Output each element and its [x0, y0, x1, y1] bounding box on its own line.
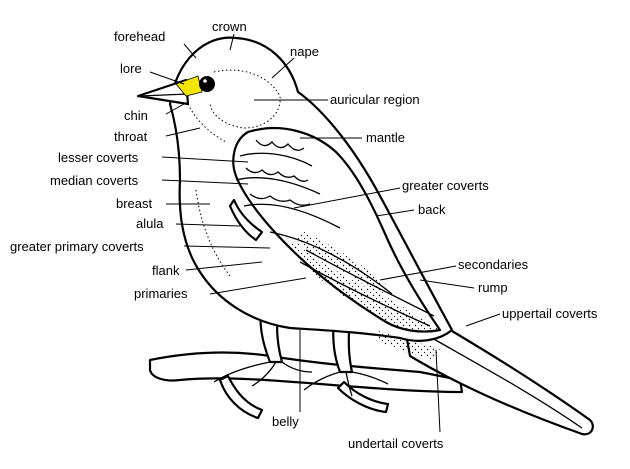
- leader-back: [375, 209, 415, 217]
- label-primaries: primaries: [134, 286, 188, 301]
- label-uppertail-coverts: uppertail coverts: [502, 306, 598, 321]
- label-lesser-coverts: lesser coverts: [58, 150, 139, 165]
- label-throat: throat: [114, 129, 148, 144]
- leader-lines: [149, 33, 501, 433]
- lesser-coverts-band: [239, 152, 313, 167]
- label-flank: flank: [152, 263, 180, 278]
- leader-primaries: [209, 277, 307, 295]
- breast-dots: [195, 189, 231, 277]
- primary-lines: [299, 249, 435, 327]
- secondaries-stipple: [296, 230, 388, 296]
- leader-greater-primary-coverts: [183, 245, 271, 249]
- leader-forehead: [183, 43, 197, 59]
- leader-median-coverts: [161, 179, 249, 185]
- label-breast: breast: [116, 196, 153, 211]
- lore-highlight: [175, 75, 203, 97]
- leader-chin: [165, 103, 185, 115]
- leader-alula: [175, 223, 241, 227]
- label-nape: nape: [290, 44, 319, 59]
- leader-uppertail-coverts: [465, 313, 501, 327]
- leader-undertail-coverts: [435, 349, 441, 433]
- covert-scallops-1: [255, 139, 305, 151]
- labels: forehead crown nape lore auricular regio…: [10, 19, 598, 451]
- label-belly: belly: [272, 414, 299, 429]
- label-forehead: forehead: [114, 29, 165, 44]
- leader-greater-coverts: [293, 187, 401, 209]
- label-greater-coverts: greater coverts: [402, 178, 489, 193]
- leader-crown: [229, 33, 235, 51]
- toes-right: [303, 371, 389, 397]
- label-greater-primary-coverts: greater primary coverts: [10, 239, 144, 254]
- covert-scallops-2: [245, 167, 309, 182]
- label-auricular-region: auricular region: [330, 92, 420, 107]
- eye-highlight: [203, 79, 207, 83]
- label-secondaries: secondaries: [458, 257, 529, 272]
- label-median-coverts: median coverts: [50, 173, 139, 188]
- leader-nape: [271, 57, 295, 79]
- leader-rump: [419, 279, 475, 289]
- beak-gape: [139, 93, 189, 97]
- eye: [199, 76, 215, 92]
- label-lore: lore: [120, 61, 142, 76]
- label-mantle: mantle: [366, 130, 405, 145]
- leader-flank: [185, 261, 263, 271]
- label-back: back: [418, 202, 446, 217]
- label-crown: crown: [212, 19, 247, 34]
- label-alula: alula: [136, 216, 164, 231]
- leader-lore: [149, 71, 185, 85]
- primaries-stipple: [290, 240, 440, 332]
- auricular-outline: [209, 69, 281, 129]
- median-coverts-band: [235, 177, 321, 195]
- tail-feather-line: [417, 329, 583, 429]
- leader-secondaries: [379, 265, 457, 281]
- perch-twig: [218, 374, 264, 420]
- undertail-stipple: [376, 330, 440, 360]
- label-chin: chin: [124, 108, 148, 123]
- covert-scallops-3: [249, 193, 311, 206]
- bird-illustration: [136, 36, 594, 436]
- alula-feather: [228, 198, 264, 242]
- label-rump: rump: [478, 280, 508, 295]
- label-undertail-coverts: undertail coverts: [348, 436, 444, 451]
- throat-line: [187, 103, 227, 143]
- toes-left: [213, 361, 313, 387]
- greater-coverts-band: [243, 203, 341, 229]
- leader-throat: [165, 127, 201, 137]
- leader-lesser-coverts: [161, 156, 249, 163]
